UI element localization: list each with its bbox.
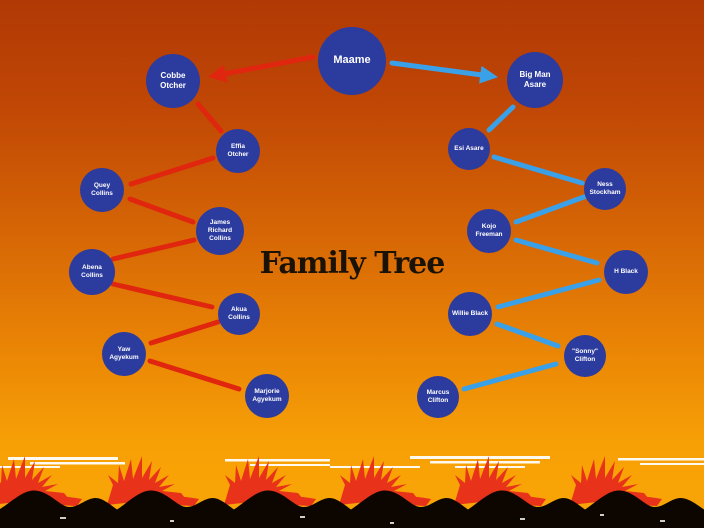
edge-bigman-esi bbox=[486, 104, 516, 133]
edge-abena-akua bbox=[110, 281, 215, 310]
node-akua-collins-label: Akua Collins bbox=[228, 305, 250, 321]
edge-effia-quey bbox=[128, 155, 216, 187]
node-sonny-clifton-label: "Sonny" Clifton bbox=[571, 347, 599, 363]
node-maame[interactable]: Maame bbox=[318, 27, 386, 95]
node-esi-asare-label: Esi Asare bbox=[454, 144, 484, 152]
edge-ness-kojo bbox=[513, 194, 587, 225]
node-cobbe-otcher[interactable]: Cobbe Otcher bbox=[146, 54, 200, 108]
edge-kojo-hblack bbox=[513, 237, 600, 266]
node-cobbe-otcher-label: Cobbe Otcher bbox=[160, 71, 186, 90]
node-big-man-asare[interactable]: Big Man Asare bbox=[507, 52, 563, 108]
paternal-line-blue bbox=[389, 60, 602, 392]
cloud-streaks bbox=[0, 456, 704, 468]
edge-james-abena bbox=[110, 237, 197, 262]
node-marcus-clifton[interactable]: Marcus Clifton bbox=[417, 376, 459, 418]
edge-willie-sonny bbox=[494, 321, 561, 349]
node-quey-collins-label: Quey Collins bbox=[91, 181, 113, 197]
edge-cobbe-effia bbox=[195, 101, 224, 134]
node-quey-collins[interactable]: Quey Collins bbox=[80, 168, 124, 212]
edge-maame-bigman bbox=[389, 60, 499, 84]
node-yaw-agyekum[interactable]: Yaw Agyekum bbox=[102, 332, 146, 376]
node-effia-otcher[interactable]: Effia Otcher bbox=[216, 129, 260, 173]
node-abena-collins-label: Abena Collins bbox=[81, 263, 103, 279]
node-james-richard-collins[interactable]: James Richard Collins bbox=[196, 207, 244, 255]
node-h-black[interactable]: H Black bbox=[604, 250, 648, 294]
maternal-line-red bbox=[110, 54, 316, 392]
node-kojo-freeman[interactable]: Kojo Freeman bbox=[467, 209, 511, 253]
savanna-border bbox=[0, 456, 704, 528]
node-marcus-clifton-label: Marcus Clifton bbox=[426, 388, 450, 404]
node-willie-black[interactable]: Willie Black bbox=[448, 292, 492, 336]
edge-akua-yaw bbox=[148, 319, 221, 346]
node-sonny-clifton[interactable]: "Sonny" Clifton bbox=[564, 335, 606, 377]
node-effia-otcher-label: Effia Otcher bbox=[227, 142, 249, 158]
edge-hblack-willie bbox=[495, 277, 602, 310]
node-ness-stockham-label: Ness Stockham bbox=[589, 180, 621, 196]
edge-yaw-marjorie bbox=[147, 358, 242, 392]
ridge-speckles bbox=[60, 514, 665, 524]
edge-sonny-marcus bbox=[461, 361, 559, 392]
node-willie-black-label: Willie Black bbox=[451, 309, 489, 317]
edge-esi-ness bbox=[491, 154, 585, 186]
node-ness-stockham[interactable]: Ness Stockham bbox=[584, 168, 626, 210]
edge-quey-james bbox=[127, 196, 196, 225]
node-marjorie-agyekum[interactable]: Marjorie Agyekum bbox=[245, 374, 289, 418]
node-h-black-label: H Black bbox=[614, 267, 638, 275]
node-akua-collins[interactable]: Akua Collins bbox=[218, 293, 260, 335]
mountain-silhouette bbox=[0, 490, 704, 528]
page-title: Family Tree bbox=[259, 246, 446, 281]
edge-maame-cobbe bbox=[208, 54, 316, 83]
node-esi-asare[interactable]: Esi Asare bbox=[448, 128, 490, 170]
node-james-richard-collins-label: James Richard Collins bbox=[207, 218, 233, 243]
node-maame-label: Maame bbox=[333, 54, 371, 67]
node-yaw-agyekum-label: Yaw Agyekum bbox=[109, 345, 139, 361]
node-abena-collins[interactable]: Abena Collins bbox=[69, 249, 115, 295]
node-kojo-freeman-label: Kojo Freeman bbox=[475, 222, 503, 238]
node-big-man-asare-label: Big Man Asare bbox=[519, 70, 551, 89]
node-marjorie-agyekum-label: Marjorie Agyekum bbox=[252, 387, 282, 403]
